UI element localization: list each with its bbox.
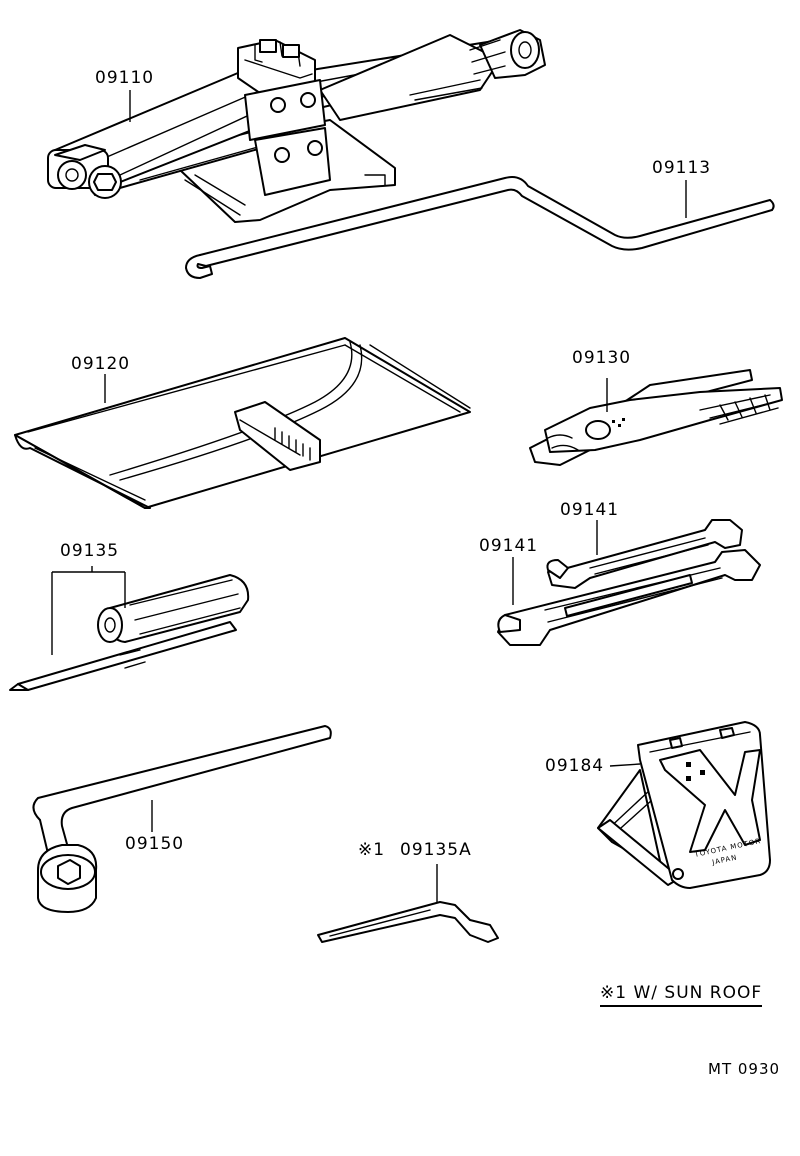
part-label-sun-roof-screwdriver: 09135A [400, 840, 472, 860]
tool-bag [14, 337, 471, 509]
diagram-reference: MT 0930 [708, 1060, 781, 1078]
part-label-wrench-large: 09141 [479, 536, 539, 556]
screwdriver-set [9, 574, 250, 691]
part-label-wrench-small: 09141 [560, 500, 620, 520]
wrench-large [497, 549, 761, 646]
screwdriver-leader-bracket [51, 566, 126, 655]
wrench-small [546, 519, 743, 589]
part-label-jack-handle: 09113 [652, 158, 712, 178]
wheel-chock [597, 721, 771, 889]
part-label-pliers: 09130 [572, 348, 632, 368]
sun-roof-marker: ※1 [358, 840, 386, 860]
wheel-chock-leader-line [609, 763, 641, 767]
jack-handle [185, 176, 775, 279]
hub-nut-wrench [32, 725, 332, 913]
pliers [529, 369, 783, 466]
part-label-chock: 09184 [545, 756, 605, 776]
part-label-hub-nut-wrench: 09150 [125, 834, 185, 854]
part-label-tool-bag: 09120 [71, 354, 131, 374]
sun-roof-screwdriver [317, 901, 499, 943]
part-label-jack: 09110 [95, 68, 155, 88]
scissor-jack [47, 29, 546, 223]
part-label-screwdriver: 09135 [60, 541, 120, 561]
sun-roof-legend: ※1 W/ SUN ROOF [600, 983, 763, 1007]
